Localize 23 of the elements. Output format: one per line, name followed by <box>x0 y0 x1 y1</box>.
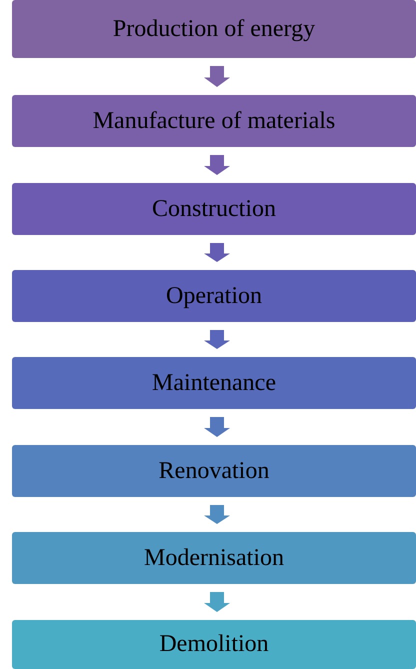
arrow <box>204 66 230 87</box>
arrow <box>204 243 230 262</box>
arrow <box>204 592 230 612</box>
box-label: Renovation <box>158 458 270 484</box>
box-label: Manufacture of materials <box>92 108 336 134</box>
process-box <box>12 270 416 322</box>
process-box <box>12 532 416 584</box>
process-box <box>12 0 416 58</box>
box-label: Modernisation <box>144 544 284 572</box>
arrow <box>204 155 230 175</box>
process-box <box>12 357 416 409</box>
box-label: Operation <box>166 282 262 310</box>
process-box <box>12 183 416 235</box>
box-label: Production of energy <box>112 16 316 42</box>
box-label: Maintenance <box>152 370 276 396</box>
process-box <box>12 620 416 669</box>
box-label: Construction <box>152 196 276 222</box>
process-box <box>12 95 416 147</box>
process-box <box>12 445 416 497</box>
arrow <box>204 330 230 349</box>
arrow <box>204 417 230 437</box>
arrow <box>204 505 230 524</box>
box-label: Demolition <box>159 631 269 658</box>
